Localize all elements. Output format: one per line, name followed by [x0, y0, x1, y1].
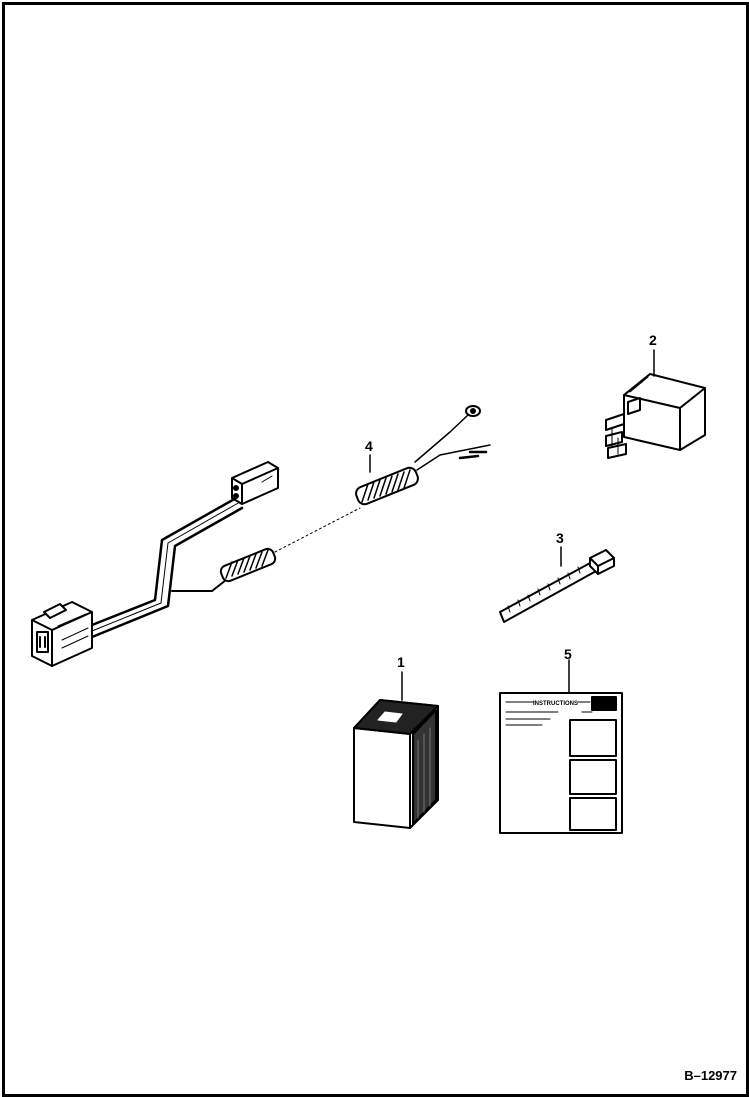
cable-tie	[499, 549, 615, 623]
kit-box	[353, 699, 439, 829]
wire-loom-upper	[355, 405, 491, 506]
callout-5: 5	[564, 646, 572, 662]
instruction-sheet	[499, 692, 623, 834]
callout-2: 2	[649, 332, 657, 348]
callout-3: 3	[556, 530, 564, 546]
wire-loom-lower	[211, 507, 361, 592]
wiring-harness	[31, 405, 491, 667]
callout-4: 4	[365, 438, 373, 454]
relay	[605, 373, 706, 459]
harness-connector-left	[31, 601, 93, 667]
instruction-sheet-heading: INSTRUCTIONS	[533, 701, 578, 707]
leader-lines	[369, 349, 655, 701]
figure-number: B–12977	[684, 1068, 737, 1083]
callout-1: 1	[397, 654, 405, 670]
harness-connector-right	[231, 461, 279, 505]
